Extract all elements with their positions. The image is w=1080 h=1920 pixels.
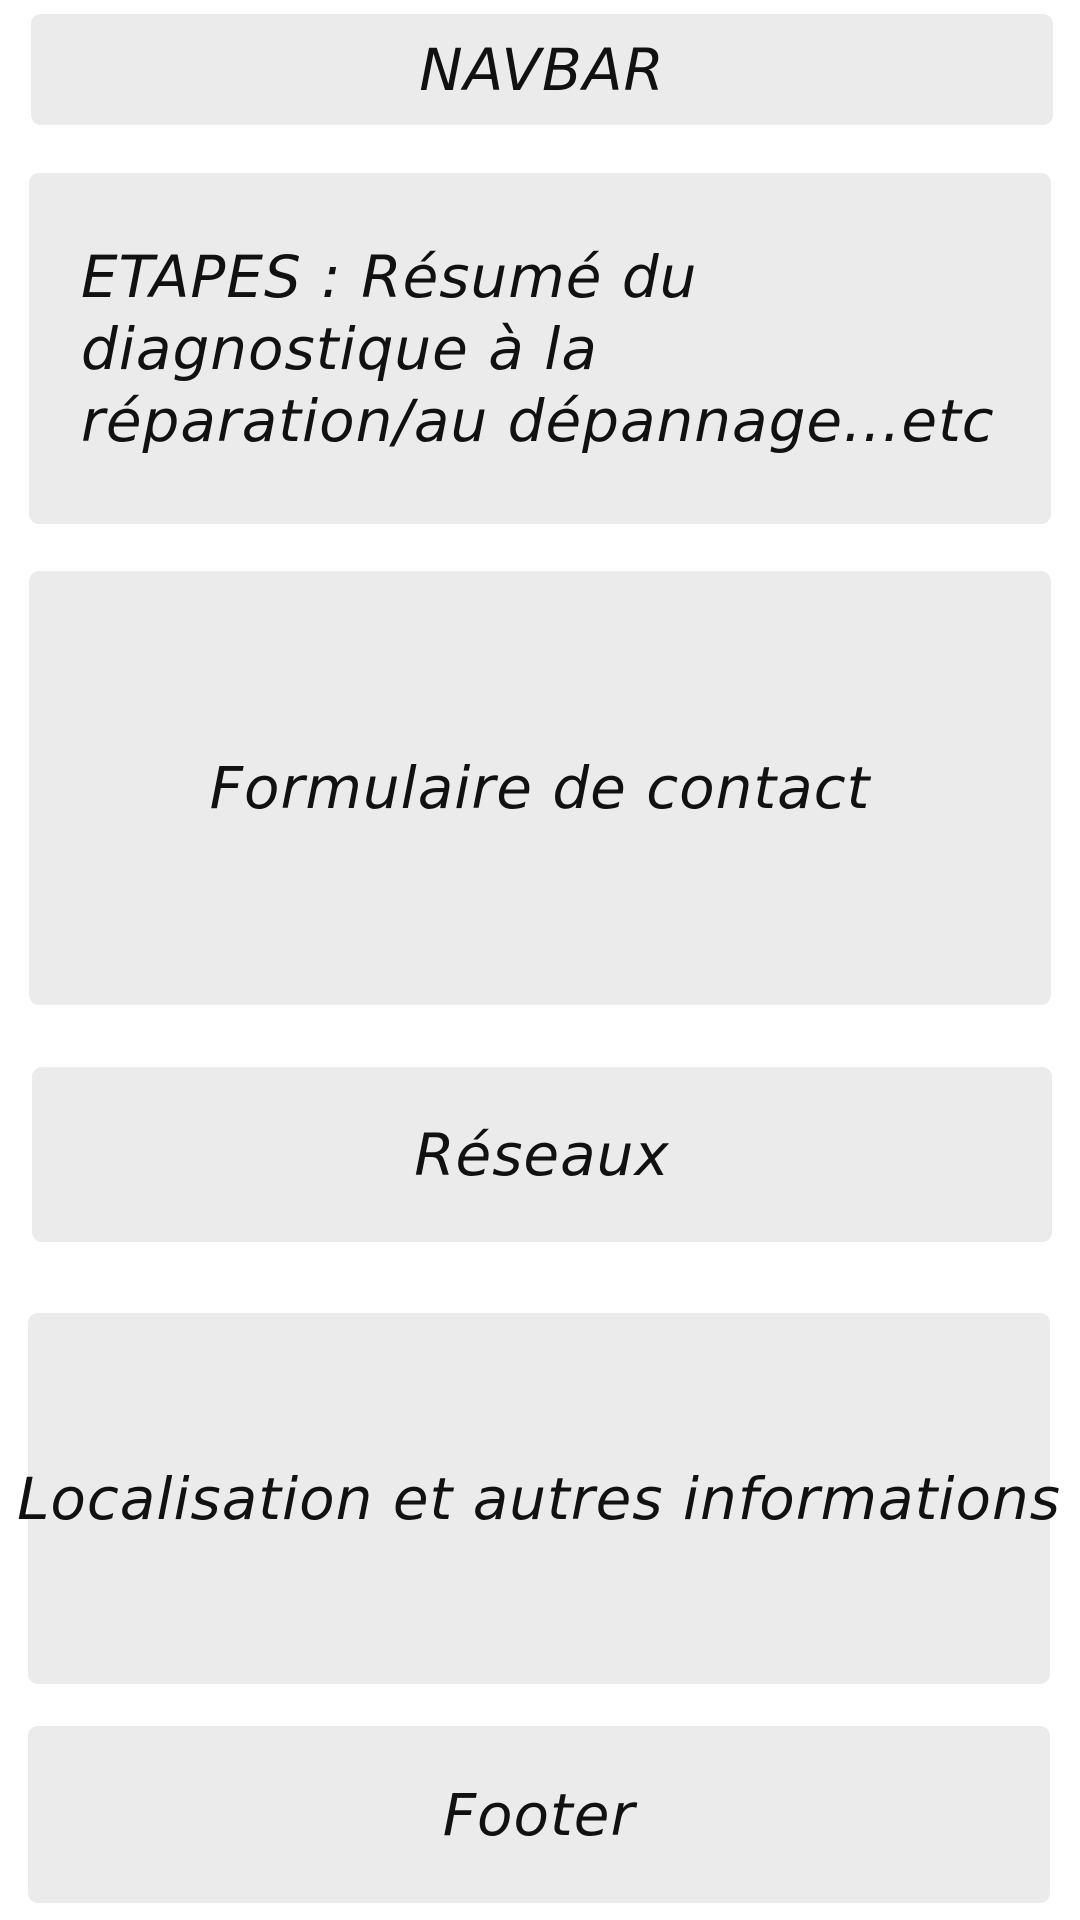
contact-form-section: Formulaire de contact [29,571,1051,1005]
social-networks-label: Réseaux [414,1120,670,1189]
location-info-label: Localisation et autres informations [17,1464,1061,1533]
footer-placeholder: Footer [28,1726,1050,1903]
navbar-label: NAVBAR [419,35,665,104]
contact-form-label: Formulaire de contact [209,754,871,822]
footer-label: Footer [442,1780,636,1849]
steps-summary-section: ETAPES : Résumé du diagnostique à la rép… [29,173,1051,524]
navbar-placeholder: NAVBAR [31,14,1053,125]
location-info-section: Localisation et autres informations [17,1313,1060,1684]
steps-summary-label: ETAPES : Résumé du diagnostique à la rép… [81,242,995,455]
social-networks-section: Réseaux [32,1067,1052,1242]
